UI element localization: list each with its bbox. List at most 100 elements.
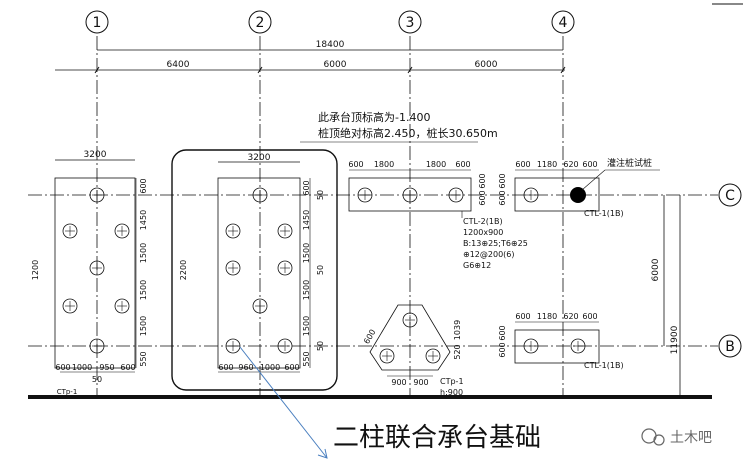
dim-ctl1-s0: 600 bbox=[498, 173, 507, 188]
dim-ctp-s0: 1039 bbox=[453, 320, 462, 340]
label-ctl2-rebar3: G6⊕12 bbox=[463, 261, 491, 270]
watermark: 土木吧 bbox=[641, 428, 712, 446]
dim-mid-h0: 50 bbox=[316, 190, 325, 200]
dim-ctl1-t0: 600 bbox=[515, 160, 530, 169]
axis-bubble-4: 4 bbox=[551, 10, 575, 34]
pile-cap-ctl2: 600 1800 1800 600 600 600 CTL-2(1B) 1200… bbox=[348, 160, 527, 270]
dim-spans: 6400 6000 6000 bbox=[55, 60, 566, 74]
dim-6000-a: 6000 bbox=[324, 60, 347, 70]
label-ctl2-rebar1: B:13⊕25;T6⊕25 bbox=[463, 239, 528, 248]
label-ctl2-rebar2: ⊕12@200(6) bbox=[463, 250, 514, 259]
dim-ctl1-t2: 620 bbox=[563, 160, 578, 169]
label-ct-left: CTp-1 bbox=[57, 388, 78, 396]
dim-ctp-b0: 900 bbox=[391, 378, 406, 387]
axis-label-B: B bbox=[725, 339, 735, 355]
dim-ctl1-s1: 600 bbox=[498, 190, 507, 205]
dim-mid-v2: 1500 bbox=[302, 243, 311, 263]
dim-ctl1-t1: 1180 bbox=[537, 160, 557, 169]
pile bbox=[402, 312, 418, 328]
dim-ctl2-t3: 600 bbox=[455, 160, 470, 169]
pile-cap-left: 3200 600 1450 1500 1500 1500 550 1200 60… bbox=[31, 150, 148, 396]
dim-left-b-mid: 50 bbox=[92, 375, 102, 384]
pile bbox=[225, 338, 241, 354]
dim-ctp-s1: 520 bbox=[453, 344, 462, 359]
dim-mid-b3: 600 bbox=[284, 363, 299, 372]
pile bbox=[89, 260, 105, 276]
grid-axes-vertical bbox=[96, 36, 564, 395]
axis-label-3: 3 bbox=[406, 15, 415, 31]
dim-left-b3: 600 bbox=[120, 363, 135, 372]
highlight-frame bbox=[171, 149, 338, 391]
pile bbox=[379, 348, 395, 364]
pile bbox=[252, 298, 268, 314]
pile-cap-ctp1: 900 900 1039 520 600 CTp-1 h:900 bbox=[362, 304, 464, 397]
dim-overall: 18400 bbox=[97, 40, 563, 51]
dim-ctl1b-t2: 620 bbox=[563, 312, 578, 321]
pile-cap-ctl1-c: 600 1180 620 600 600 600 灌注桩试桩 CTL-1(1B) bbox=[498, 157, 660, 218]
dim-mid-b0: 600 bbox=[218, 363, 233, 372]
grid-axes-horizontal bbox=[28, 194, 718, 347]
axis-bubble-3: 3 bbox=[398, 10, 422, 34]
caption: 二柱联合承台基础 bbox=[333, 423, 541, 453]
pile bbox=[523, 338, 539, 354]
dim-mid-side: 2200 bbox=[179, 260, 188, 280]
dim-ctl1b-s1: 600 bbox=[498, 342, 507, 357]
dim-ctl2-s0: 600 bbox=[478, 173, 487, 188]
pile bbox=[402, 187, 418, 203]
axis-label-C: C bbox=[725, 188, 735, 204]
pile-cap-combined: 3200 600 1450 1500 1500 1500 550 50 50 5… bbox=[171, 149, 338, 391]
dim-6400: 6400 bbox=[167, 60, 190, 70]
dim-mid-v3: 1500 bbox=[302, 280, 311, 300]
pile bbox=[523, 187, 539, 203]
pile bbox=[277, 260, 293, 276]
dim-left-b1: 1000 bbox=[72, 363, 92, 372]
bottom-rule bbox=[28, 395, 712, 399]
dim-6000-b: 6000 bbox=[475, 60, 498, 70]
dim-ctl1-t3: 600 bbox=[582, 160, 597, 169]
dim-right-6000: 6000 bbox=[651, 258, 661, 281]
dim-ctl1b-t0: 600 bbox=[515, 312, 530, 321]
axis-label-1: 1 bbox=[93, 15, 102, 31]
dim-18400: 18400 bbox=[316, 40, 345, 50]
dim-mid-v4: 1500 bbox=[302, 316, 311, 336]
dim-mid-v5: 550 bbox=[302, 351, 311, 366]
dim-ctl1b-t3: 600 bbox=[582, 312, 597, 321]
dim-left-3200: 3200 bbox=[84, 150, 107, 160]
pile bbox=[225, 260, 241, 276]
cap-notes: 此承台顶标高为-1.400 桩顶绝对标高2.450，桩长30.650m bbox=[300, 110, 498, 143]
dim-ctl1b-s0: 600 bbox=[498, 325, 507, 340]
note-pile-info: 桩顶绝对标高2.450，桩长30.650m bbox=[318, 126, 498, 140]
note-test-pile: 灌注桩试桩 bbox=[607, 157, 652, 169]
pile bbox=[357, 187, 373, 203]
dim-mid-b1: 960 bbox=[238, 363, 253, 372]
label-ctl1-c: CTL-1(1B) bbox=[584, 209, 624, 218]
pile bbox=[425, 348, 441, 364]
pile bbox=[277, 223, 293, 239]
dim-mid-3200: 3200 bbox=[248, 153, 271, 163]
dim-left-v2: 1500 bbox=[139, 243, 148, 263]
label-ctl2-size: 1200x900 bbox=[463, 228, 503, 237]
pile bbox=[62, 298, 78, 314]
dim-mid-h1: 50 bbox=[316, 265, 325, 275]
dim-mid-v1: 1450 bbox=[302, 210, 311, 230]
dim-ctl2-s1: 600 bbox=[478, 190, 487, 205]
dim-left-v0: 600 bbox=[139, 178, 148, 193]
dim-mid-v0: 600 bbox=[302, 180, 311, 195]
dim-ctl2-t2: 1800 bbox=[426, 160, 446, 169]
dim-ctl2-t0: 600 bbox=[348, 160, 363, 169]
dim-left-side: 1200 bbox=[31, 260, 40, 280]
label-ctl1-b: CTL-1(1B) bbox=[584, 361, 624, 370]
label-ctl2: CTL-2(1B) bbox=[463, 217, 503, 226]
axis-label-4: 4 bbox=[559, 15, 568, 31]
watermark-icon bbox=[641, 428, 665, 446]
dim-left-v1: 1450 bbox=[139, 210, 148, 230]
pile bbox=[89, 187, 105, 203]
label-ctp: CTp-1 bbox=[440, 377, 464, 386]
note-cap-top-elev: 此承台顶标高为-1.400 bbox=[318, 110, 430, 124]
dim-ctp-b1: 900 bbox=[413, 378, 428, 387]
pile bbox=[62, 223, 78, 239]
axis-bubble-B: B bbox=[718, 334, 742, 358]
dim-left-v5: 550 bbox=[139, 351, 148, 366]
dim-right-11900: 11900 bbox=[670, 325, 680, 354]
